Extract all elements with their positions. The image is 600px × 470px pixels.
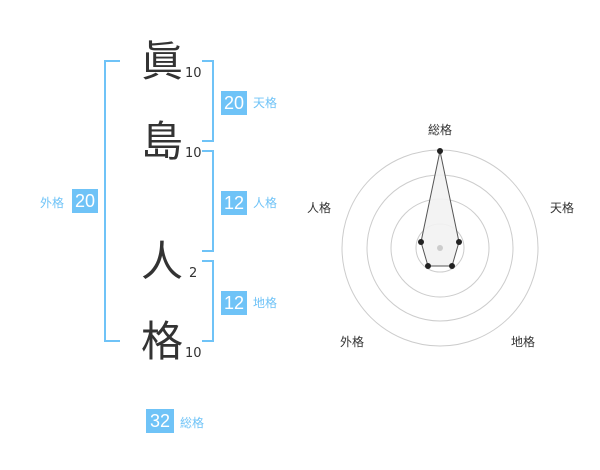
jinkaku-bracket: [202, 150, 214, 252]
gaikaku-label: 外格: [40, 196, 65, 210]
name-char-3: 人: [141, 237, 184, 286]
stroke-count-3: 2: [189, 266, 198, 281]
radar-label-left: 人格: [307, 200, 331, 215]
radar-label-bottom-left: 外格: [340, 334, 364, 349]
radar-center-point: [437, 245, 443, 251]
jinkaku-value: 12: [221, 191, 247, 215]
radar-label-top: 総格: [428, 122, 452, 137]
chikaku-value: 12: [221, 291, 247, 315]
chikaku-bracket: [202, 260, 214, 342]
radar-point-chikaku: [449, 263, 455, 269]
soukaku-label: 総格: [180, 416, 205, 430]
radar-point-soukaku: [437, 148, 443, 154]
name-char-4: 格: [141, 317, 184, 366]
name-char-2: 島: [141, 117, 184, 166]
radar-point-gaikaku: [425, 263, 431, 269]
name-char-1: 眞: [141, 37, 184, 86]
radar-label-right: 天格: [550, 200, 574, 215]
radar-point-jinkaku: [418, 239, 424, 245]
radar-label-bottom-right: 地格: [511, 334, 535, 349]
jinkaku-label: 人格: [253, 196, 278, 210]
stroke-count-2: 10: [185, 146, 202, 161]
stroke-count-4: 10: [185, 346, 202, 361]
radar-polygon: [420, 150, 460, 267]
chikaku-label: 地格: [253, 296, 278, 310]
tenkaku-bracket: [202, 60, 214, 142]
gaikaku-bracket: [104, 60, 120, 342]
tenkaku-value: 20: [221, 91, 247, 115]
gaikaku-value: 20: [72, 189, 98, 213]
tenkaku-label: 天格: [253, 96, 278, 110]
soukaku-value: 32: [146, 409, 174, 433]
radar-point-tenkaku: [456, 239, 462, 245]
stroke-count-1: 10: [185, 66, 202, 81]
